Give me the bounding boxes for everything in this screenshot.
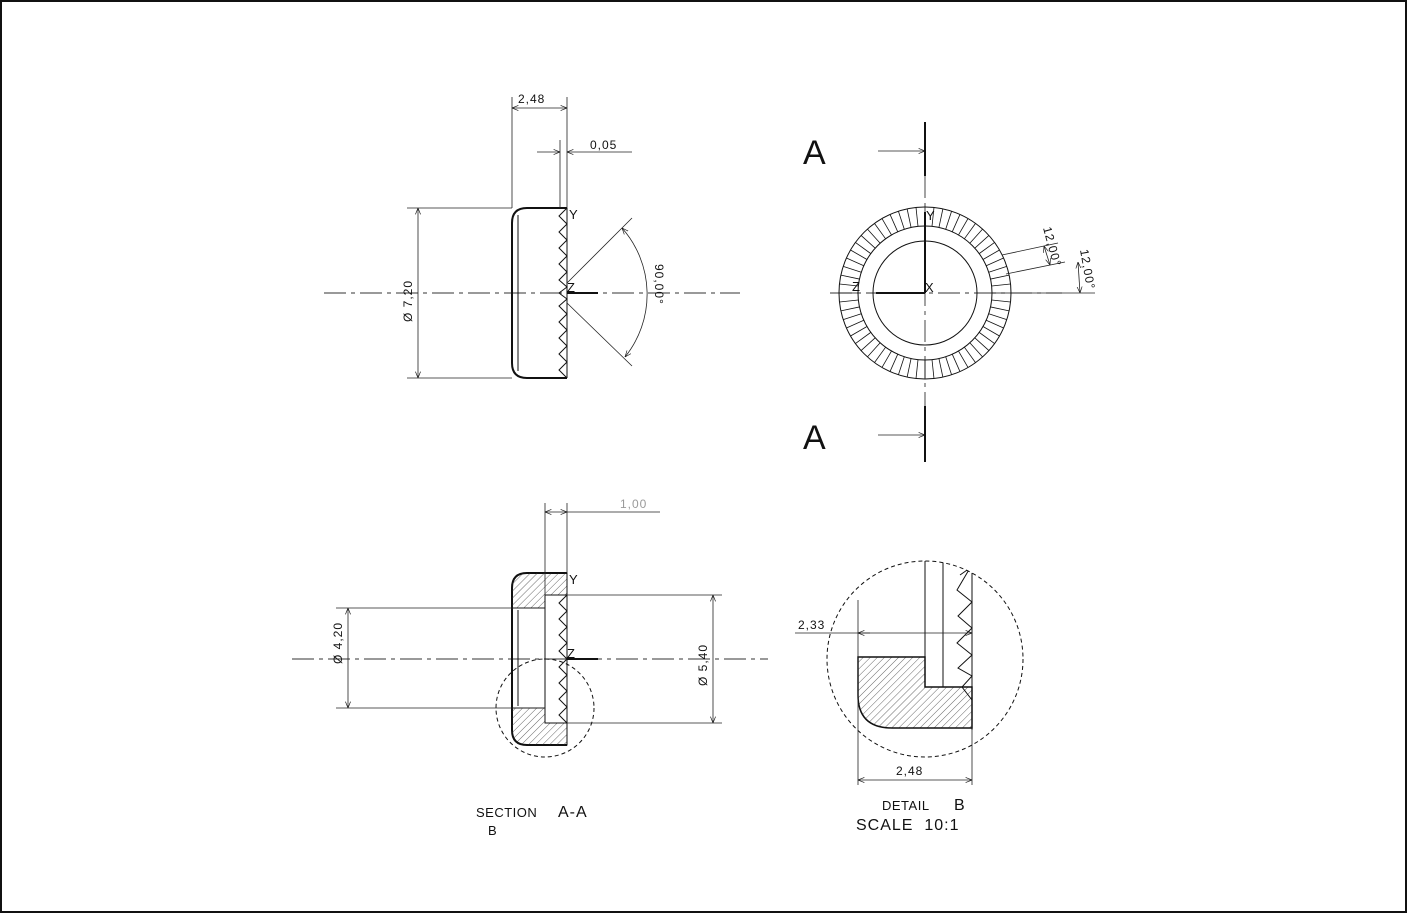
knurl-line (898, 356, 905, 375)
knurl-line (986, 319, 1004, 329)
knurl-line (978, 332, 995, 344)
knurl-line (974, 337, 990, 351)
knurl-line (938, 358, 944, 378)
knurl-line (958, 350, 969, 368)
knurl-line (889, 354, 899, 372)
knurl-line (938, 208, 944, 228)
knurl-line (986, 257, 1004, 267)
knurl-line (958, 218, 969, 236)
knurl-line (843, 266, 862, 273)
side-view-axis-y: Y (569, 207, 578, 222)
detail-b-marker-circle (495, 658, 595, 758)
detail-view-hatch (857, 656, 973, 729)
detail-view-dim-left: 2,33 (798, 618, 825, 632)
detail-view-title-prefix: DETAIL (882, 798, 930, 813)
section-view-detail-ref: B (488, 823, 497, 838)
knurl-line (867, 342, 881, 358)
side-view-dim-offset: 0,05 (590, 138, 617, 152)
detail-view-circle (826, 560, 1024, 758)
section-view-title-name: A-A (558, 804, 588, 821)
knurl-line (846, 257, 864, 267)
knurl-line (846, 319, 864, 329)
knurl-line (898, 211, 905, 230)
section-view-axis-z: Z (567, 646, 575, 661)
knurl-line (839, 299, 859, 303)
knurl-line (951, 214, 961, 232)
front-view-dim-angle-2: 12,00° (1077, 248, 1098, 291)
side-view-dim-width: 2,48 (518, 92, 545, 106)
section-view-dim-outer-diameter: Ø 5,40 (696, 644, 710, 686)
section-view-hatch-bottom (511, 707, 568, 746)
front-view-axis-z: Z (852, 279, 860, 294)
section-view-axis-y: Y (569, 572, 578, 587)
knurl-line (988, 266, 1007, 273)
detail-view: 2,33 2,48 DETAIL B SCALE 10:1 (795, 560, 1024, 834)
knurl-line (945, 211, 952, 230)
knurl-line (991, 299, 1011, 303)
knurl-line (991, 283, 1011, 287)
knurl-line (964, 223, 976, 240)
knurl-line (874, 223, 886, 240)
knurl-line (990, 274, 1010, 280)
knurl-line (906, 358, 912, 378)
side-view-dim-diameter: Ø 7,20 (401, 280, 415, 322)
side-view-body (511, 207, 567, 379)
knurl-line (860, 235, 876, 249)
knurl-line (915, 359, 919, 379)
knurl-line (915, 207, 919, 227)
knurl-line (964, 346, 976, 363)
side-view-axis-z: Z (567, 280, 575, 295)
side-view: Y Z 2,48 0,05 Ø 7,20 90,00° (324, 92, 740, 379)
front-view: A A Y Z X 12,00° 12,00° (803, 122, 1098, 462)
knurl-line (906, 208, 912, 228)
knurl-line (840, 306, 860, 312)
side-view-serration (558, 207, 568, 379)
knurl-line (874, 346, 886, 363)
detail-view-serration (956, 567, 973, 701)
front-view-axis-x: X (925, 280, 934, 295)
front-view-axis-y: Y (926, 208, 935, 223)
section-mark-top: A (803, 134, 826, 172)
side-view-dim-angle: 90,00° (652, 264, 666, 305)
knurl-line (889, 214, 899, 232)
knurl-line (988, 313, 1007, 320)
knurl-line (867, 228, 881, 244)
knurl-line (969, 228, 983, 244)
knurl-line (850, 326, 868, 337)
knurl-line (839, 283, 859, 287)
knurl-line (982, 326, 1000, 337)
knurl-line (881, 350, 892, 368)
knurl-line (951, 354, 961, 372)
knurl-line (982, 249, 1000, 260)
knurl-line (881, 218, 892, 236)
knurl-line (850, 249, 868, 260)
knurl-line (978, 242, 995, 254)
knurl-line (855, 332, 872, 344)
knurl-line (931, 207, 935, 227)
section-view-dim-inner-diameter: Ø 4,20 (331, 622, 345, 664)
front-view-knurl (839, 207, 1011, 379)
knurl-line (974, 235, 990, 249)
knurl-line (855, 242, 872, 254)
knurl-line (840, 274, 860, 280)
detail-view-dim-bottom: 2,48 (896, 764, 923, 778)
detail-view-title-name: B (954, 797, 966, 814)
knurl-line (860, 337, 876, 351)
section-view-title-prefix: SECTION (476, 805, 537, 820)
section-view-dim-depth: 1,00 (620, 497, 647, 511)
knurl-line (945, 356, 952, 375)
section-mark-bottom: A (803, 419, 826, 457)
detail-view-scale: SCALE 10:1 (856, 817, 960, 834)
front-view-dim-angle-1: 12,00° (1040, 225, 1064, 268)
knurl-line (990, 306, 1010, 312)
knurl-line (969, 342, 983, 358)
knurl-line (843, 313, 862, 320)
knurl-line (931, 359, 935, 379)
section-view: Y Z 1,00 Ø 4,20 Ø 5,40 SECTION A-A B (292, 497, 768, 838)
